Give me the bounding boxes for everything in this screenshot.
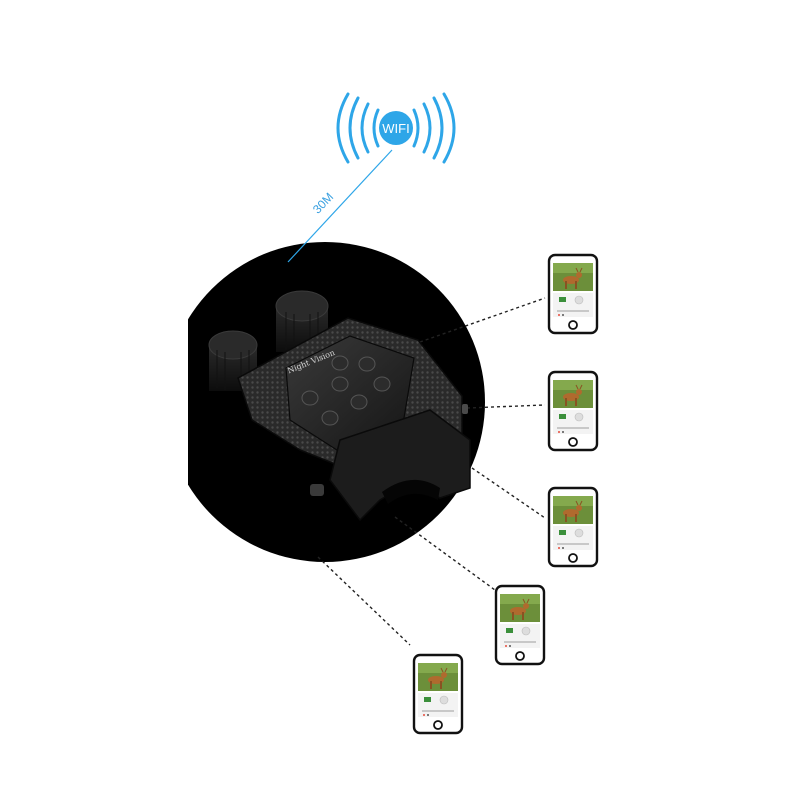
- binoculars-icon: Night Vision: [208, 290, 471, 522]
- smartphone-icon: [547, 253, 599, 335]
- smartphone-icon: [412, 653, 464, 735]
- distance-label: 30M: [310, 190, 336, 217]
- smartphone-icon: [494, 584, 546, 666]
- connection-line: [466, 404, 546, 409]
- device-button: [373, 376, 391, 392]
- smartphone-icon: [547, 370, 599, 452]
- wifi-link-line: [287, 149, 393, 263]
- wifi-icon: WIFI: [336, 92, 456, 164]
- smartphone-icon: [547, 486, 599, 568]
- device-button: [358, 356, 376, 372]
- device-button: [331, 355, 349, 371]
- connection-line: [419, 297, 546, 343]
- device-button: [331, 376, 349, 392]
- connection-line: [317, 556, 411, 646]
- device-button: [321, 410, 339, 426]
- connection-lines: [317, 297, 546, 646]
- connection-line: [394, 516, 496, 591]
- device-button: [301, 390, 319, 406]
- wifi-label: WIFI: [382, 121, 409, 136]
- device-button: [350, 394, 368, 410]
- connection-line: [471, 467, 546, 519]
